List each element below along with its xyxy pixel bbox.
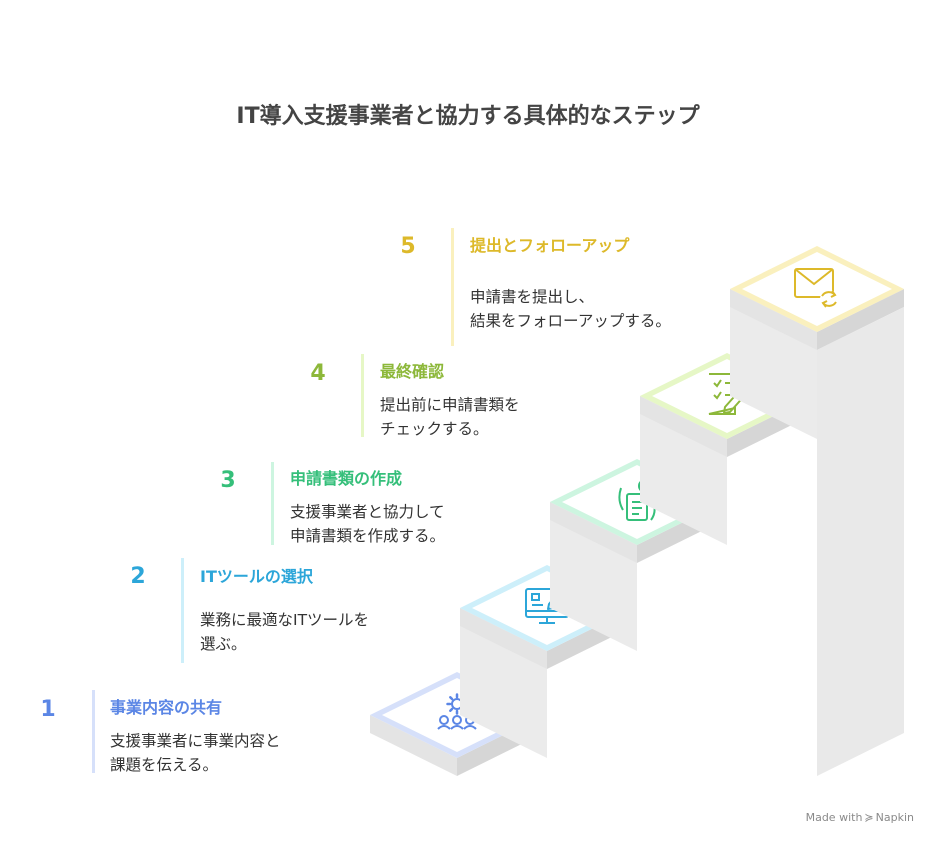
step-1-number: 1 <box>40 697 56 722</box>
step-2-bar <box>181 558 184 663</box>
stair-step-3 <box>550 459 724 651</box>
tile-left-face <box>640 396 727 457</box>
made-with-label: Made with <box>805 811 863 824</box>
mail-refresh-icon <box>794 268 838 308</box>
step-4-description: 提出前に申請書類を チェックする。 <box>380 396 520 438</box>
tile-left-face <box>730 289 817 350</box>
step-5-description: 申請書を提出し、 結果をフォローアップする。 <box>470 288 671 330</box>
step-4-number: 4 <box>310 361 326 386</box>
step-3-number: 3 <box>220 468 236 493</box>
tile-right-face <box>817 289 904 350</box>
step-1-bar <box>92 690 95 773</box>
tile-left-face <box>460 608 547 669</box>
step-1-heading: 事業内容の共有 <box>110 698 223 717</box>
step-5-heading: 提出とフォローアップ <box>470 236 630 255</box>
step-3-heading: 申請書類の作成 <box>290 469 403 488</box>
stair-side-wall <box>817 307 904 776</box>
footer-credit: Made with≽Napkin <box>806 811 914 824</box>
step-4-bar <box>361 354 364 437</box>
step-3-bar <box>271 462 274 545</box>
step-2-description: 業務に最適なITツールを 選ぶ。 <box>200 611 370 653</box>
tile-left-face <box>370 715 457 776</box>
brand-label: Napkin <box>875 811 914 824</box>
napkin-logo-icon: ≽ <box>864 811 874 824</box>
step-1-description: 支援事業者に事業内容と 課題を伝える。 <box>110 732 281 774</box>
step-2-number: 2 <box>130 564 146 589</box>
tile-inner <box>742 252 892 326</box>
step-2-heading: ITツールの選択 <box>200 567 313 586</box>
step-5-bar <box>451 228 454 346</box>
step-4-heading: 最終確認 <box>380 362 445 381</box>
stair-step-2 <box>460 565 634 758</box>
stair-step-5 <box>730 246 904 439</box>
step-3-description: 支援事業者と協力して 申請書類を作成する。 <box>290 503 446 545</box>
step-5-number: 5 <box>400 234 416 259</box>
page-title: IT導入支援事業者と協力する具体的なステップ <box>236 104 700 129</box>
tile-left-face <box>550 502 637 563</box>
